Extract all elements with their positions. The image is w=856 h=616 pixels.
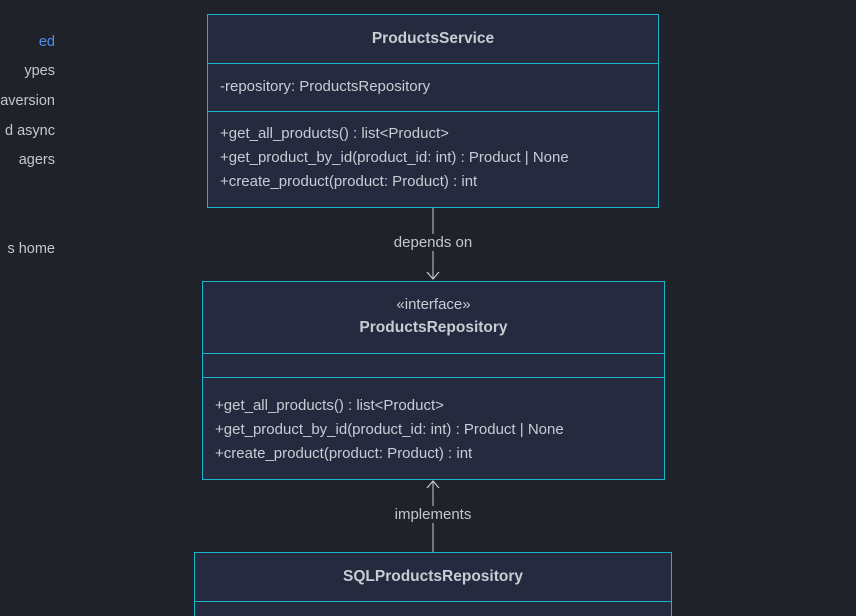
products-service-class[interactable]: ProductsService -repository: ProductsRep… <box>207 14 659 208</box>
implements-arrowhead <box>426 480 440 489</box>
sidebar-item[interactable]: aversion <box>0 93 55 109</box>
class-name: SQLProductsRepository <box>343 568 523 585</box>
method: +create_product(product: Product) : int <box>220 173 478 190</box>
class-header: «interface» ProductsRepository <box>203 282 664 354</box>
sidebar-item[interactable]: agers <box>18 152 55 168</box>
depends-on-label: depends on <box>333 234 533 251</box>
products-repository-interface[interactable]: «interface» ProductsRepository +get_all_… <box>202 281 665 480</box>
class-header: ProductsService <box>208 15 658 64</box>
method: +get_all_products() : list<Product> <box>215 397 444 414</box>
method: +get_product_by_id(product_id: int) : Pr… <box>215 421 564 438</box>
class-header: SQLProductsRepository <box>195 553 671 602</box>
class-name: ProductsRepository <box>359 319 508 336</box>
depends-on-arrowhead <box>426 271 440 280</box>
attribute: -repository: ProductsRepository <box>220 78 431 95</box>
class-attributes: -repository: ProductsRepository <box>208 64 658 112</box>
class-name: ProductsService <box>371 30 495 47</box>
method: +get_product_by_id(product_id: int) : Pr… <box>220 149 569 166</box>
sidebar-item[interactable]: d async <box>5 123 55 139</box>
class-methods: +get_all_products() : list<Product> +get… <box>208 112 658 194</box>
class-methods: +get_all_products() : list<Product> +get… <box>203 378 664 466</box>
implements-label: implements <box>333 506 533 523</box>
class-attributes <box>203 354 664 378</box>
method: +get_all_products() : list<Product> <box>220 125 449 142</box>
class-attributes <box>195 602 671 616</box>
stereotype: «interface» <box>396 296 471 313</box>
sidebar-item-active[interactable]: ed <box>38 34 55 50</box>
sidebar-item[interactable]: s home <box>7 241 55 257</box>
sidebar-item[interactable]: ypes <box>24 63 55 79</box>
sql-products-repository-class[interactable]: SQLProductsRepository <box>194 552 672 616</box>
method: +create_product(product: Product) : int <box>215 445 473 462</box>
